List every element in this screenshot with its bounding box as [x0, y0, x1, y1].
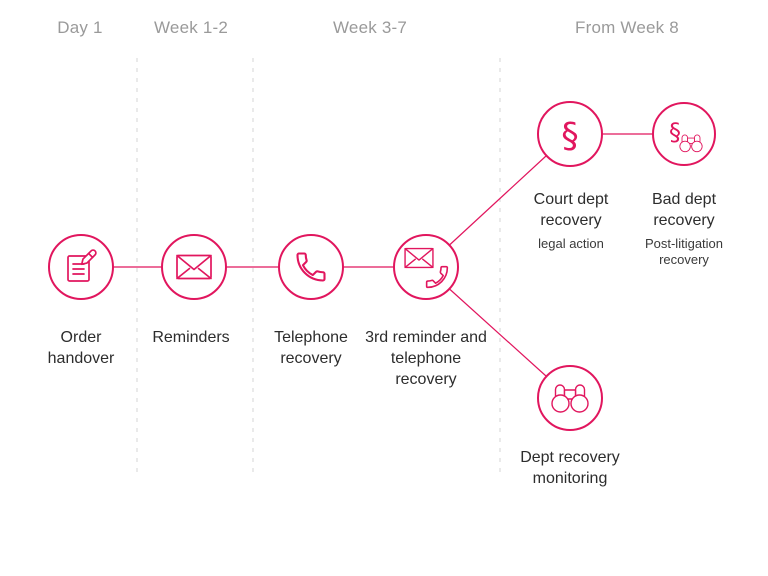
section-binoculars-icon: § [669, 118, 703, 153]
step-label-bad-dept-recovery: Bad dept recovery Post-litigation recove… [626, 190, 742, 268]
node-court-dept-recovery [537, 101, 603, 167]
phase-header-week-3-7: Week 3-7 [332, 18, 408, 37]
step-label-order-handover: Order handover [47, 329, 115, 367]
section-sign-icon: § [561, 116, 579, 156]
step-label-reminders: Reminders [152, 329, 230, 346]
phase-header-week-1-2: Week 1-2 [153, 18, 229, 37]
step-label-court-dept-recovery: Court dept recovery legal action [515, 190, 627, 252]
step-label-dept-recovery-monitoring: Dept recovery monitoring [520, 449, 620, 487]
envelope-icon [176, 254, 212, 280]
step-label-third-reminder: 3rd reminder and telephone recovery [365, 329, 487, 388]
step-label-text: Bad dept recovery [651, 191, 717, 229]
step-label-telephone-recovery: Telephone recovery [274, 329, 348, 367]
phase-separators [136, 58, 501, 478]
step-connectors [113, 133, 653, 377]
step-sublabel-post-litigation: Post-litigation recovery [644, 235, 724, 267]
node-telephone-recovery [278, 234, 344, 300]
svg-text:§: § [669, 118, 681, 146]
phase-header-from-week-8: From Week 8 [575, 18, 679, 37]
step-sublabel-legal-action: legal action [538, 235, 604, 251]
step-label-text: Court dept recovery [533, 191, 609, 229]
phase-header-day-1: Day 1 [57, 18, 103, 37]
node-bad-dept-recovery [652, 102, 716, 166]
